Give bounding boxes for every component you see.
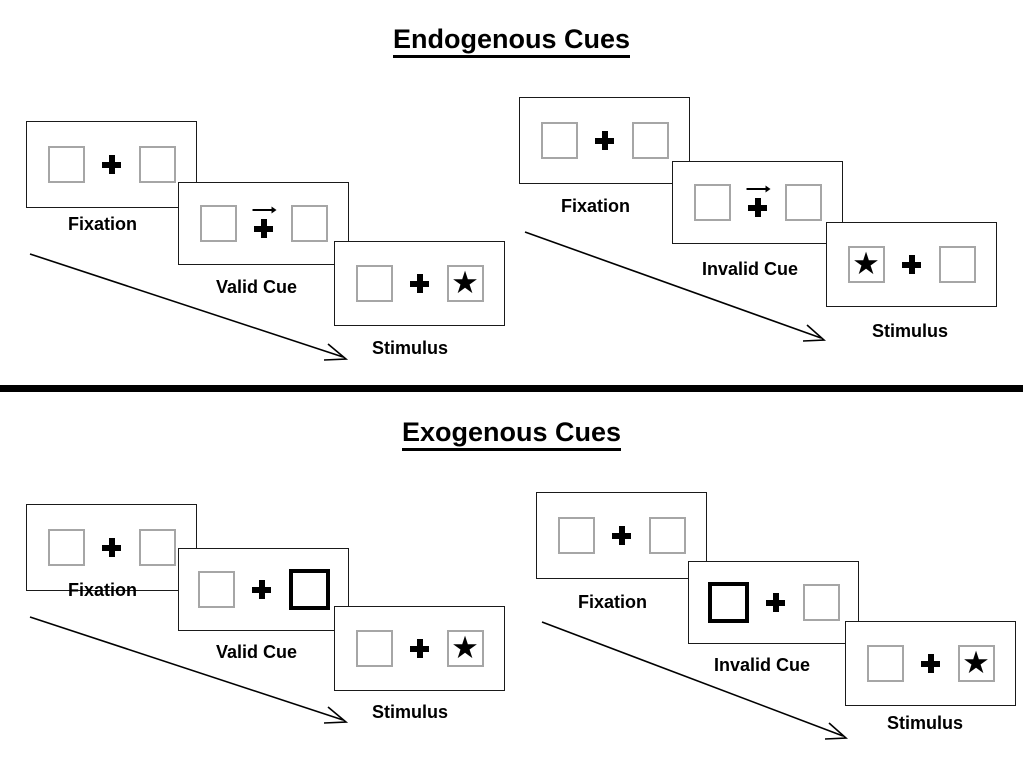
stimulus-box-left: [199, 205, 237, 242]
plus-icon: [254, 219, 273, 238]
panel-exogenous-invalid-fixation: [536, 492, 707, 579]
plus-icon: [102, 538, 121, 557]
plus-icon: [921, 654, 940, 673]
caption-endogenous-invalid-fixation: Fixation: [561, 196, 631, 216]
stimulus-box-right-with-target: ★: [446, 265, 484, 302]
stimulus-box-right: [631, 122, 669, 159]
fixation-marker: [99, 528, 125, 568]
plus-icon: [612, 526, 631, 545]
caption-endogenous-invalid-cue: Invalid Cue: [702, 259, 799, 279]
stimulus-box-right-with-target: ★: [446, 630, 484, 667]
panel-endogenous-valid-stimulus: ★: [334, 241, 505, 326]
stimulus-box-left: [197, 571, 235, 608]
panel-exogenous-invalid-cue: [688, 561, 859, 644]
stimulus-box-left-cued: [707, 582, 749, 623]
section-divider: [0, 385, 1023, 392]
panel-exogenous-invalid-stimulus: ★: [845, 621, 1016, 706]
caption-exogenous-invalid-stimulus: Stimulus: [887, 713, 964, 733]
caption-exogenous-valid-stimulus: Stimulus: [372, 702, 449, 722]
fixation-marker: [592, 121, 618, 161]
plus-icon: [902, 255, 921, 274]
plus-icon: [410, 274, 429, 293]
stimulus-box-left: [540, 122, 578, 159]
stimulus-box-left: [355, 265, 393, 302]
caption-endogenous-valid-stimulus: Stimulus: [372, 338, 449, 358]
plus-icon: [748, 198, 767, 217]
arrow-right-icon: [251, 204, 277, 216]
fixation-marker: [407, 629, 433, 669]
fixation-marker: [407, 264, 433, 304]
fixation-marker-with-cue: [745, 183, 771, 223]
stimulus-box-left: [557, 517, 595, 554]
section-title-exogenous-text: Exogenous Cues: [401, 417, 622, 451]
section-title-endogenous-text: Endogenous Cues: [392, 24, 630, 58]
stimulus-box-right: [784, 184, 822, 221]
panel-exogenous-valid-fixation: [26, 504, 197, 591]
section-title-endogenous: Endogenous Cues: [0, 24, 1023, 58]
plus-icon: [102, 155, 121, 174]
star-icon: ★: [451, 265, 479, 300]
stimulus-box-right: [138, 529, 176, 566]
stimulus-box-left: [693, 184, 731, 221]
star-icon: ★: [852, 246, 880, 281]
star-icon: ★: [962, 645, 990, 680]
panel-endogenous-invalid-stimulus: ★: [826, 222, 997, 307]
arrow-right-icon: [745, 183, 771, 195]
stimulus-box-left: [47, 529, 85, 566]
plus-icon: [252, 580, 271, 599]
fixation-marker: [99, 145, 125, 185]
stimulus-box-left-with-target: ★: [847, 246, 885, 283]
plus-icon: [595, 131, 614, 150]
caption-endogenous-valid-cue: Valid Cue: [216, 277, 298, 297]
caption-exogenous-valid-fixation: Fixation: [68, 580, 138, 600]
section-title-exogenous: Exogenous Cues: [0, 417, 1023, 451]
fixation-marker: [609, 516, 635, 556]
caption-endogenous-invalid-stimulus: Stimulus: [872, 321, 949, 341]
stimulus-box-right-cued: [288, 569, 330, 610]
caption-exogenous-invalid-fixation: Fixation: [578, 592, 648, 612]
panel-endogenous-invalid-cue: [672, 161, 843, 244]
stimulus-box-left: [866, 645, 904, 682]
panel-endogenous-valid-cue: [178, 182, 349, 265]
panel-exogenous-valid-stimulus: ★: [334, 606, 505, 691]
plus-icon: [766, 593, 785, 612]
stimulus-box-right-with-target: ★: [957, 645, 995, 682]
panel-endogenous-valid-fixation: [26, 121, 197, 208]
stimulus-box-right: [802, 584, 840, 621]
stimulus-box-right: [290, 205, 328, 242]
caption-exogenous-valid-cue: Valid Cue: [216, 642, 298, 662]
stimulus-box-left: [355, 630, 393, 667]
stimulus-box-right: [648, 517, 686, 554]
panel-endogenous-invalid-fixation: [519, 97, 690, 184]
plus-icon: [410, 639, 429, 658]
flow-arrow-endogenous-valid: [28, 250, 353, 365]
stimulus-box-left: [47, 146, 85, 183]
caption-exogenous-invalid-cue: Invalid Cue: [714, 655, 811, 675]
fixation-marker: [899, 245, 925, 285]
stimulus-box-right: [938, 246, 976, 283]
fixation-marker-with-cue: [251, 204, 277, 244]
fixation-marker: [249, 570, 275, 610]
caption-endogenous-valid-fixation: Fixation: [68, 214, 138, 234]
fixation-marker: [763, 583, 789, 623]
star-icon: ★: [451, 630, 479, 665]
stimulus-box-right: [138, 146, 176, 183]
flow-arrow-endogenous-invalid: [523, 228, 833, 346]
panel-exogenous-valid-cue: [178, 548, 349, 631]
fixation-marker: [918, 644, 944, 684]
